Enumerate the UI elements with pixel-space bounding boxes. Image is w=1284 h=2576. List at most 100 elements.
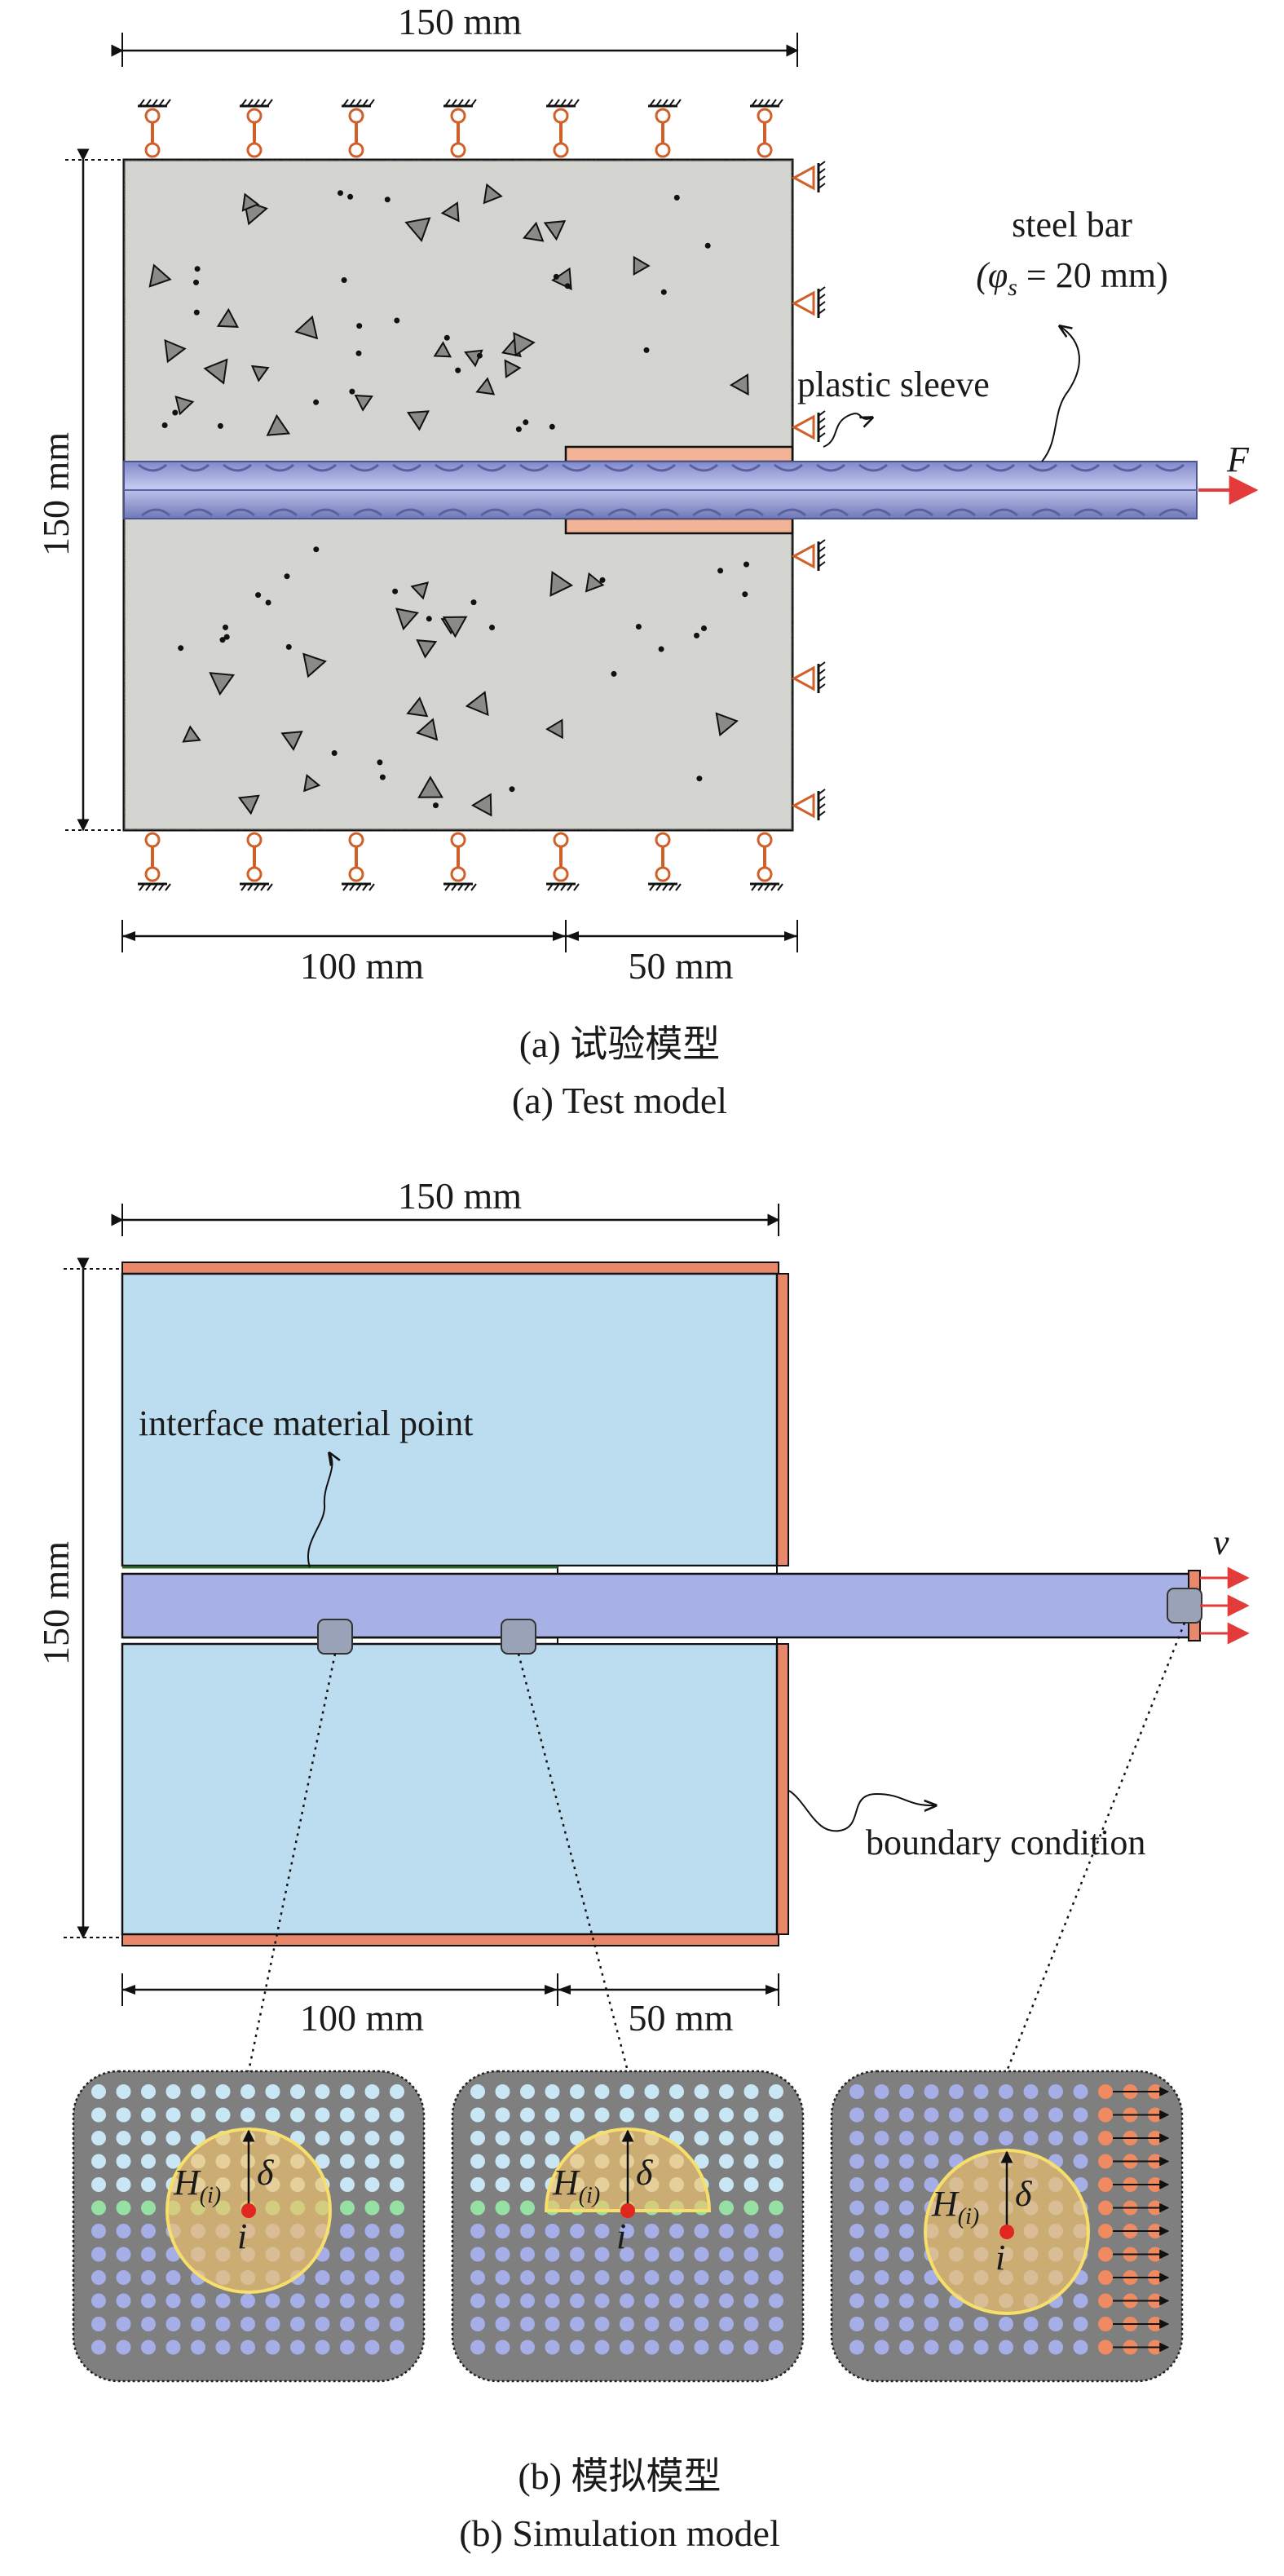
delta-label: δ bbox=[636, 2153, 654, 2193]
support-pin bbox=[450, 142, 466, 158]
material-point bbox=[141, 2107, 156, 2123]
material-point bbox=[849, 2107, 864, 2123]
support-pin bbox=[655, 108, 671, 124]
aggregate-dot bbox=[377, 759, 383, 766]
sim-concrete-upper bbox=[121, 1272, 779, 1567]
material-point bbox=[949, 2084, 964, 2099]
material-point bbox=[570, 2224, 585, 2238]
aggregate-dot bbox=[599, 577, 606, 583]
bar-rib bbox=[138, 463, 167, 472]
aggregate-dot bbox=[356, 323, 363, 329]
bar-rib bbox=[650, 508, 679, 517]
bar-rib bbox=[226, 508, 255, 517]
support-hatch bbox=[260, 99, 267, 107]
support-hatch bbox=[139, 883, 145, 891]
roller-support bbox=[791, 793, 815, 819]
material-point bbox=[949, 2340, 964, 2355]
material-point bbox=[973, 2107, 989, 2123]
support-pin bbox=[246, 142, 263, 158]
bar-rib bbox=[774, 463, 803, 472]
material-point bbox=[719, 2107, 734, 2123]
material-point bbox=[644, 2340, 660, 2355]
material-point bbox=[874, 2131, 889, 2145]
dimension-bottom-b-left-label: 100 mm bbox=[300, 1997, 424, 2039]
caption-a-chinese: (a) 试验模型 bbox=[519, 1023, 721, 1065]
material-point bbox=[694, 2340, 709, 2355]
material-point bbox=[1098, 2131, 1113, 2145]
material-point bbox=[215, 2340, 231, 2355]
material-point bbox=[849, 2340, 864, 2355]
aggregate-dot bbox=[515, 426, 522, 432]
caption-b-english: (b) Simulation model bbox=[459, 2512, 780, 2554]
aggregate-triangle bbox=[164, 338, 187, 364]
material-point bbox=[719, 2224, 734, 2238]
material-point bbox=[719, 2200, 734, 2216]
material-point bbox=[849, 2293, 864, 2309]
support-hatch bbox=[240, 99, 247, 107]
support-pin bbox=[553, 142, 569, 158]
bar-rib bbox=[565, 508, 594, 517]
material-point bbox=[390, 2340, 404, 2355]
support-hatch bbox=[573, 883, 580, 891]
aggregate-dot bbox=[384, 197, 390, 203]
aggregate-dot bbox=[455, 367, 461, 373]
material-point bbox=[116, 2293, 131, 2309]
material-point bbox=[340, 2340, 355, 2355]
aggregate-triangle bbox=[545, 718, 563, 740]
material-point bbox=[470, 2317, 485, 2331]
material-point bbox=[1073, 2317, 1088, 2331]
support-hatch bbox=[770, 99, 777, 107]
material-point bbox=[290, 2107, 305, 2123]
material-point bbox=[315, 2131, 330, 2145]
material-point bbox=[769, 2247, 783, 2262]
aggregate-triangle bbox=[417, 775, 443, 798]
roller-support bbox=[791, 665, 815, 691]
support-hatch bbox=[165, 99, 171, 107]
aggregate-dot bbox=[476, 352, 483, 359]
material-point bbox=[644, 2247, 660, 2262]
material-point bbox=[191, 2340, 205, 2355]
support-pin bbox=[144, 832, 161, 848]
material-point bbox=[165, 2270, 181, 2285]
aggregate-dot bbox=[265, 599, 271, 606]
material-point bbox=[340, 2293, 355, 2309]
material-point bbox=[91, 2270, 106, 2285]
support-hatch bbox=[668, 99, 675, 107]
material-point bbox=[594, 2317, 610, 2331]
material-point bbox=[719, 2084, 734, 2099]
support-hatch bbox=[362, 883, 368, 891]
dimension-left-b-label: 150 mm bbox=[35, 1541, 77, 1665]
material-point bbox=[669, 2270, 684, 2285]
aggregate-triangle bbox=[433, 341, 452, 358]
material-point bbox=[669, 2107, 684, 2123]
material-point bbox=[719, 2177, 734, 2192]
support-hatch bbox=[342, 883, 349, 891]
material-point bbox=[141, 2084, 156, 2099]
material-point bbox=[116, 2154, 131, 2169]
material-point bbox=[999, 2131, 1013, 2145]
material-point bbox=[315, 2084, 330, 2099]
material-point bbox=[719, 2247, 734, 2262]
aggregate-dot bbox=[313, 546, 320, 553]
material-point bbox=[1098, 2224, 1113, 2238]
material-point bbox=[694, 2224, 709, 2238]
plastic-sleeve-label: plastic sleeve bbox=[797, 365, 990, 404]
material-point bbox=[999, 2317, 1013, 2331]
material-point bbox=[520, 2131, 535, 2145]
aggregate-dot bbox=[549, 423, 555, 430]
material-point bbox=[924, 2107, 939, 2123]
aggregate-dot bbox=[673, 194, 680, 201]
material-point bbox=[1073, 2084, 1088, 2099]
support-hatch bbox=[662, 99, 668, 107]
material-point bbox=[340, 2084, 355, 2099]
aggregate-dot bbox=[223, 624, 228, 630]
inset-points bbox=[470, 2084, 783, 2355]
material-point bbox=[520, 2177, 535, 2192]
material-point bbox=[1048, 2131, 1063, 2145]
material-point bbox=[644, 2084, 660, 2099]
sim-steel-bar bbox=[121, 1572, 1200, 1639]
material-point bbox=[743, 2177, 759, 2192]
material-point bbox=[390, 2107, 404, 2123]
support-pin bbox=[757, 108, 773, 124]
aggregate-triangle bbox=[416, 718, 439, 741]
